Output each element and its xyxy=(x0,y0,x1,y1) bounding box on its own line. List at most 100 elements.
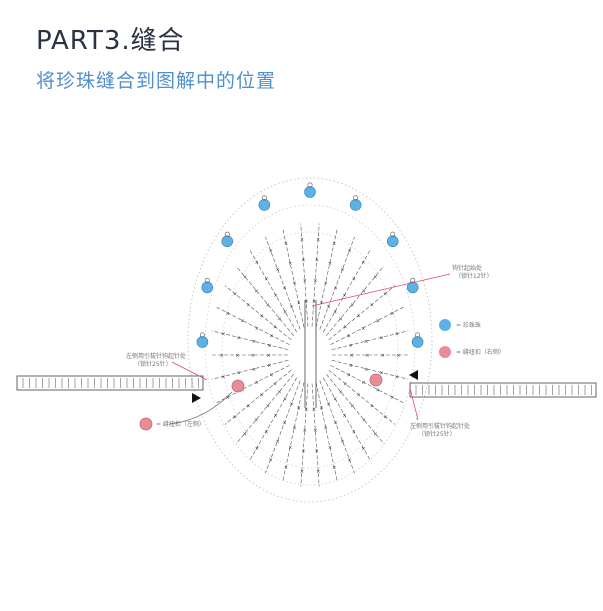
svg-text:×: × xyxy=(361,260,365,266)
svg-text:×: × xyxy=(312,299,316,305)
legend-pink-left-icon xyxy=(139,417,153,431)
svg-text:×: × xyxy=(255,446,259,452)
svg-text:×: × xyxy=(370,403,374,409)
callout-right-count: （锁针25针） xyxy=(418,430,456,438)
blue-beads xyxy=(196,182,424,348)
svg-text:×: × xyxy=(301,448,305,454)
svg-text:×: × xyxy=(283,286,287,292)
svg-text:×: × xyxy=(362,288,366,294)
svg-text:×: × xyxy=(342,413,346,419)
svg-text:×: × xyxy=(364,339,368,345)
svg-text:×: × xyxy=(395,332,399,338)
svg-text:×: × xyxy=(273,382,277,388)
svg-text:×: × xyxy=(292,281,296,287)
svg-text:×: × xyxy=(252,339,256,345)
pink-button-left xyxy=(231,379,245,393)
callout-right-title: 左侧用引拔针钩起针处 xyxy=(410,422,470,430)
svg-text:×: × xyxy=(343,324,347,330)
svg-text:×: × xyxy=(284,465,288,471)
callout-lines xyxy=(171,273,451,421)
svg-text:×: × xyxy=(328,261,332,267)
svg-text:×: × xyxy=(357,393,361,399)
page-subtitle: 将珍珠缝合到图解中的位置 xyxy=(36,70,277,92)
svg-text:×: × xyxy=(301,258,305,264)
svg-text:×: × xyxy=(237,335,241,341)
svg-text:×: × xyxy=(297,301,301,307)
svg-text:×: × xyxy=(395,374,399,380)
inner-dotted-ring xyxy=(221,231,399,469)
legend-blue-bead-icon xyxy=(439,319,451,331)
svg-text:×: × xyxy=(300,237,304,243)
svg-text:×: × xyxy=(350,353,354,359)
svg-text:×: × xyxy=(276,267,280,273)
svg-text:×: × xyxy=(370,303,374,309)
svg-text:×: × xyxy=(233,414,237,420)
svg-text:×: × xyxy=(304,407,308,413)
svg-text:×: × xyxy=(326,304,330,310)
svg-text:×: × xyxy=(332,465,336,471)
stitch-rays: × × × × × × × × × × × × × × × × × × × × × × × × × × × × × × × × × × × × × × × ×… xyxy=(210,223,410,487)
svg-text:×: × xyxy=(274,293,278,299)
svg-text:×: × xyxy=(361,326,365,332)
svg-text:×: × xyxy=(364,367,368,373)
svg-text:×: × xyxy=(259,313,263,319)
svg-text:×: × xyxy=(313,428,317,434)
svg-text:×: × xyxy=(347,373,351,379)
svg-text:×: × xyxy=(283,420,287,426)
svg-text:×: × xyxy=(288,445,292,451)
svg-text:×: × xyxy=(324,425,328,431)
svg-text:×: × xyxy=(254,418,258,424)
svg-text:×: × xyxy=(352,277,356,283)
svg-text:×: × xyxy=(373,275,377,281)
svg-text:×: × xyxy=(376,388,380,394)
svg-text:×: × xyxy=(288,261,292,267)
right-strap xyxy=(409,382,597,398)
svg-text:×: × xyxy=(283,396,287,402)
svg-text:×: × xyxy=(255,326,259,332)
svg-text:×: × xyxy=(396,353,400,359)
svg-text:×: × xyxy=(267,353,271,359)
svg-text:×: × xyxy=(221,332,225,338)
svg-text:×: × xyxy=(243,275,247,281)
svg-text:×: × xyxy=(361,446,365,452)
callout-start-count: （锁针12针） xyxy=(455,272,493,280)
svg-text:×: × xyxy=(381,353,385,359)
svg-text:×: × xyxy=(350,302,354,308)
svg-text:×: × xyxy=(290,402,294,408)
callout-start-title: 钩针起始处 xyxy=(452,264,482,272)
svg-text:×: × xyxy=(339,316,343,322)
svg-text:×: × xyxy=(349,343,353,349)
part-title: PART3.缝合 xyxy=(36,26,185,56)
svg-text:×: × xyxy=(274,413,278,419)
svg-text:×: × xyxy=(277,316,281,322)
svg-text:×: × xyxy=(251,353,255,359)
svg-text:×: × xyxy=(303,278,307,284)
callout-left-title: 左侧用引拔针钩起针处 xyxy=(126,352,186,360)
svg-text:×: × xyxy=(226,395,230,401)
svg-text:×: × xyxy=(326,402,330,408)
svg-text:×: × xyxy=(340,439,344,445)
svg-text:×: × xyxy=(376,318,380,324)
legend-pink-button-label: = 缝纽扣（右侧） xyxy=(456,348,505,356)
svg-text:×: × xyxy=(350,404,354,410)
svg-text:×: × xyxy=(316,237,320,243)
svg-text:×: × xyxy=(315,258,319,264)
svg-text:×: × xyxy=(264,429,268,435)
svg-text:×: × xyxy=(324,281,328,287)
svg-text:×: × xyxy=(328,445,332,451)
svg-text:×: × xyxy=(373,431,377,437)
svg-text:×: × xyxy=(352,429,356,435)
svg-text:×: × xyxy=(347,457,351,463)
svg-text:×: × xyxy=(312,407,316,413)
middle-dotted-ring xyxy=(204,204,416,486)
svg-text:×: × xyxy=(347,333,351,339)
svg-text:×: × xyxy=(339,390,343,396)
svg-text:×: × xyxy=(303,428,307,434)
svg-text:×: × xyxy=(255,260,259,266)
svg-text:×: × xyxy=(283,310,287,316)
svg-text:×: × xyxy=(266,302,270,308)
svg-text:×: × xyxy=(297,405,301,411)
svg-text:×: × xyxy=(365,353,369,359)
svg-text:×: × xyxy=(269,249,273,255)
